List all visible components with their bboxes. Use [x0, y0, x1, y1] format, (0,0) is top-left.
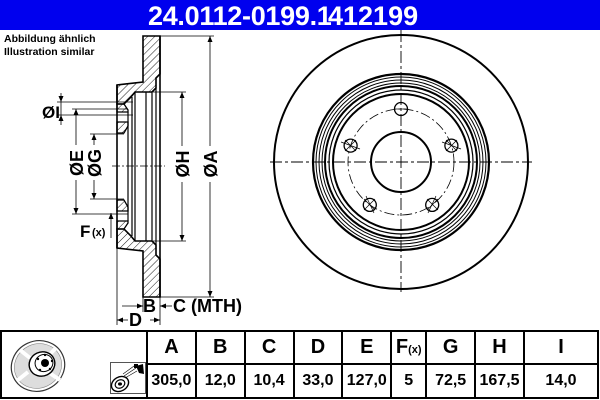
note-german: Abbildung ähnlich: [4, 33, 96, 45]
value-h: 167,5: [474, 363, 525, 399]
label-diameter-h: ØH: [173, 151, 193, 178]
table-values-row: 305,0 12,0 10,4 33,0 127,0 5 72,5 167,5 …: [1, 363, 599, 399]
table-header-row: A B C D E F(x) G H I: [0, 330, 599, 399]
value-c: 10,4: [243, 363, 295, 399]
dimension-labels: ØI ØE ØG ØH ØA F (x) B C (MTH) D: [42, 103, 242, 330]
label-f: F: [80, 222, 90, 241]
col-header-h: H: [474, 330, 525, 365]
value-b: 12,0: [194, 363, 246, 399]
technical-drawing: ØI ØE ØG ØH ØA F (x) B C (MTH) D: [42, 30, 532, 330]
col-header-f-sub: (x): [408, 344, 422, 356]
label-f-sub: (x): [92, 227, 106, 239]
spray-coating-icon: [110, 362, 146, 394]
col-header-a: A: [146, 330, 197, 365]
dimensions-table: A B C D E F(x) G H I 305,0 12,0 10,4 33,…: [0, 330, 599, 399]
front-view: [270, 30, 532, 292]
label-c-mth: C (MTH): [173, 296, 242, 316]
label-diameter-i: ØI: [42, 103, 60, 122]
label-diameter-e: ØE: [67, 150, 87, 176]
title-bar: 24.0112-0199.1 412199: [0, 0, 600, 31]
col-header-f: F(x): [390, 330, 428, 365]
value-e: 127,0: [341, 363, 393, 399]
value-g: 72,5: [425, 363, 477, 399]
label-diameter-g: ØG: [85, 149, 105, 177]
value-d: 33,0: [292, 363, 344, 399]
col-header-i: I: [523, 330, 599, 365]
col-header-f-label: F: [395, 336, 409, 358]
icon-cell: [0, 330, 148, 399]
cross-section-view: [57, 35, 214, 325]
note-english: Illustration similar: [4, 46, 95, 58]
col-header-b: B: [194, 330, 246, 365]
col-header-c: C: [243, 330, 295, 365]
secondary-number: 412199: [328, 1, 419, 31]
col-header-g: G: [425, 330, 477, 365]
value-a: 305,0: [146, 363, 197, 399]
label-d: D: [129, 310, 142, 330]
value-i: 14,0: [523, 363, 599, 399]
part-number: 24.0112-0199.1: [148, 1, 332, 31]
col-header-e: E: [341, 330, 393, 365]
bolt-holes: [340, 101, 462, 214]
brake-disc-icon: [10, 340, 66, 392]
value-f: 5: [390, 363, 428, 399]
illustration-note: Abbildung ähnlich Illustration similar: [4, 33, 96, 59]
label-b: B: [143, 296, 156, 316]
col-header-d: D: [292, 330, 344, 365]
label-diameter-a: ØA: [201, 150, 221, 177]
